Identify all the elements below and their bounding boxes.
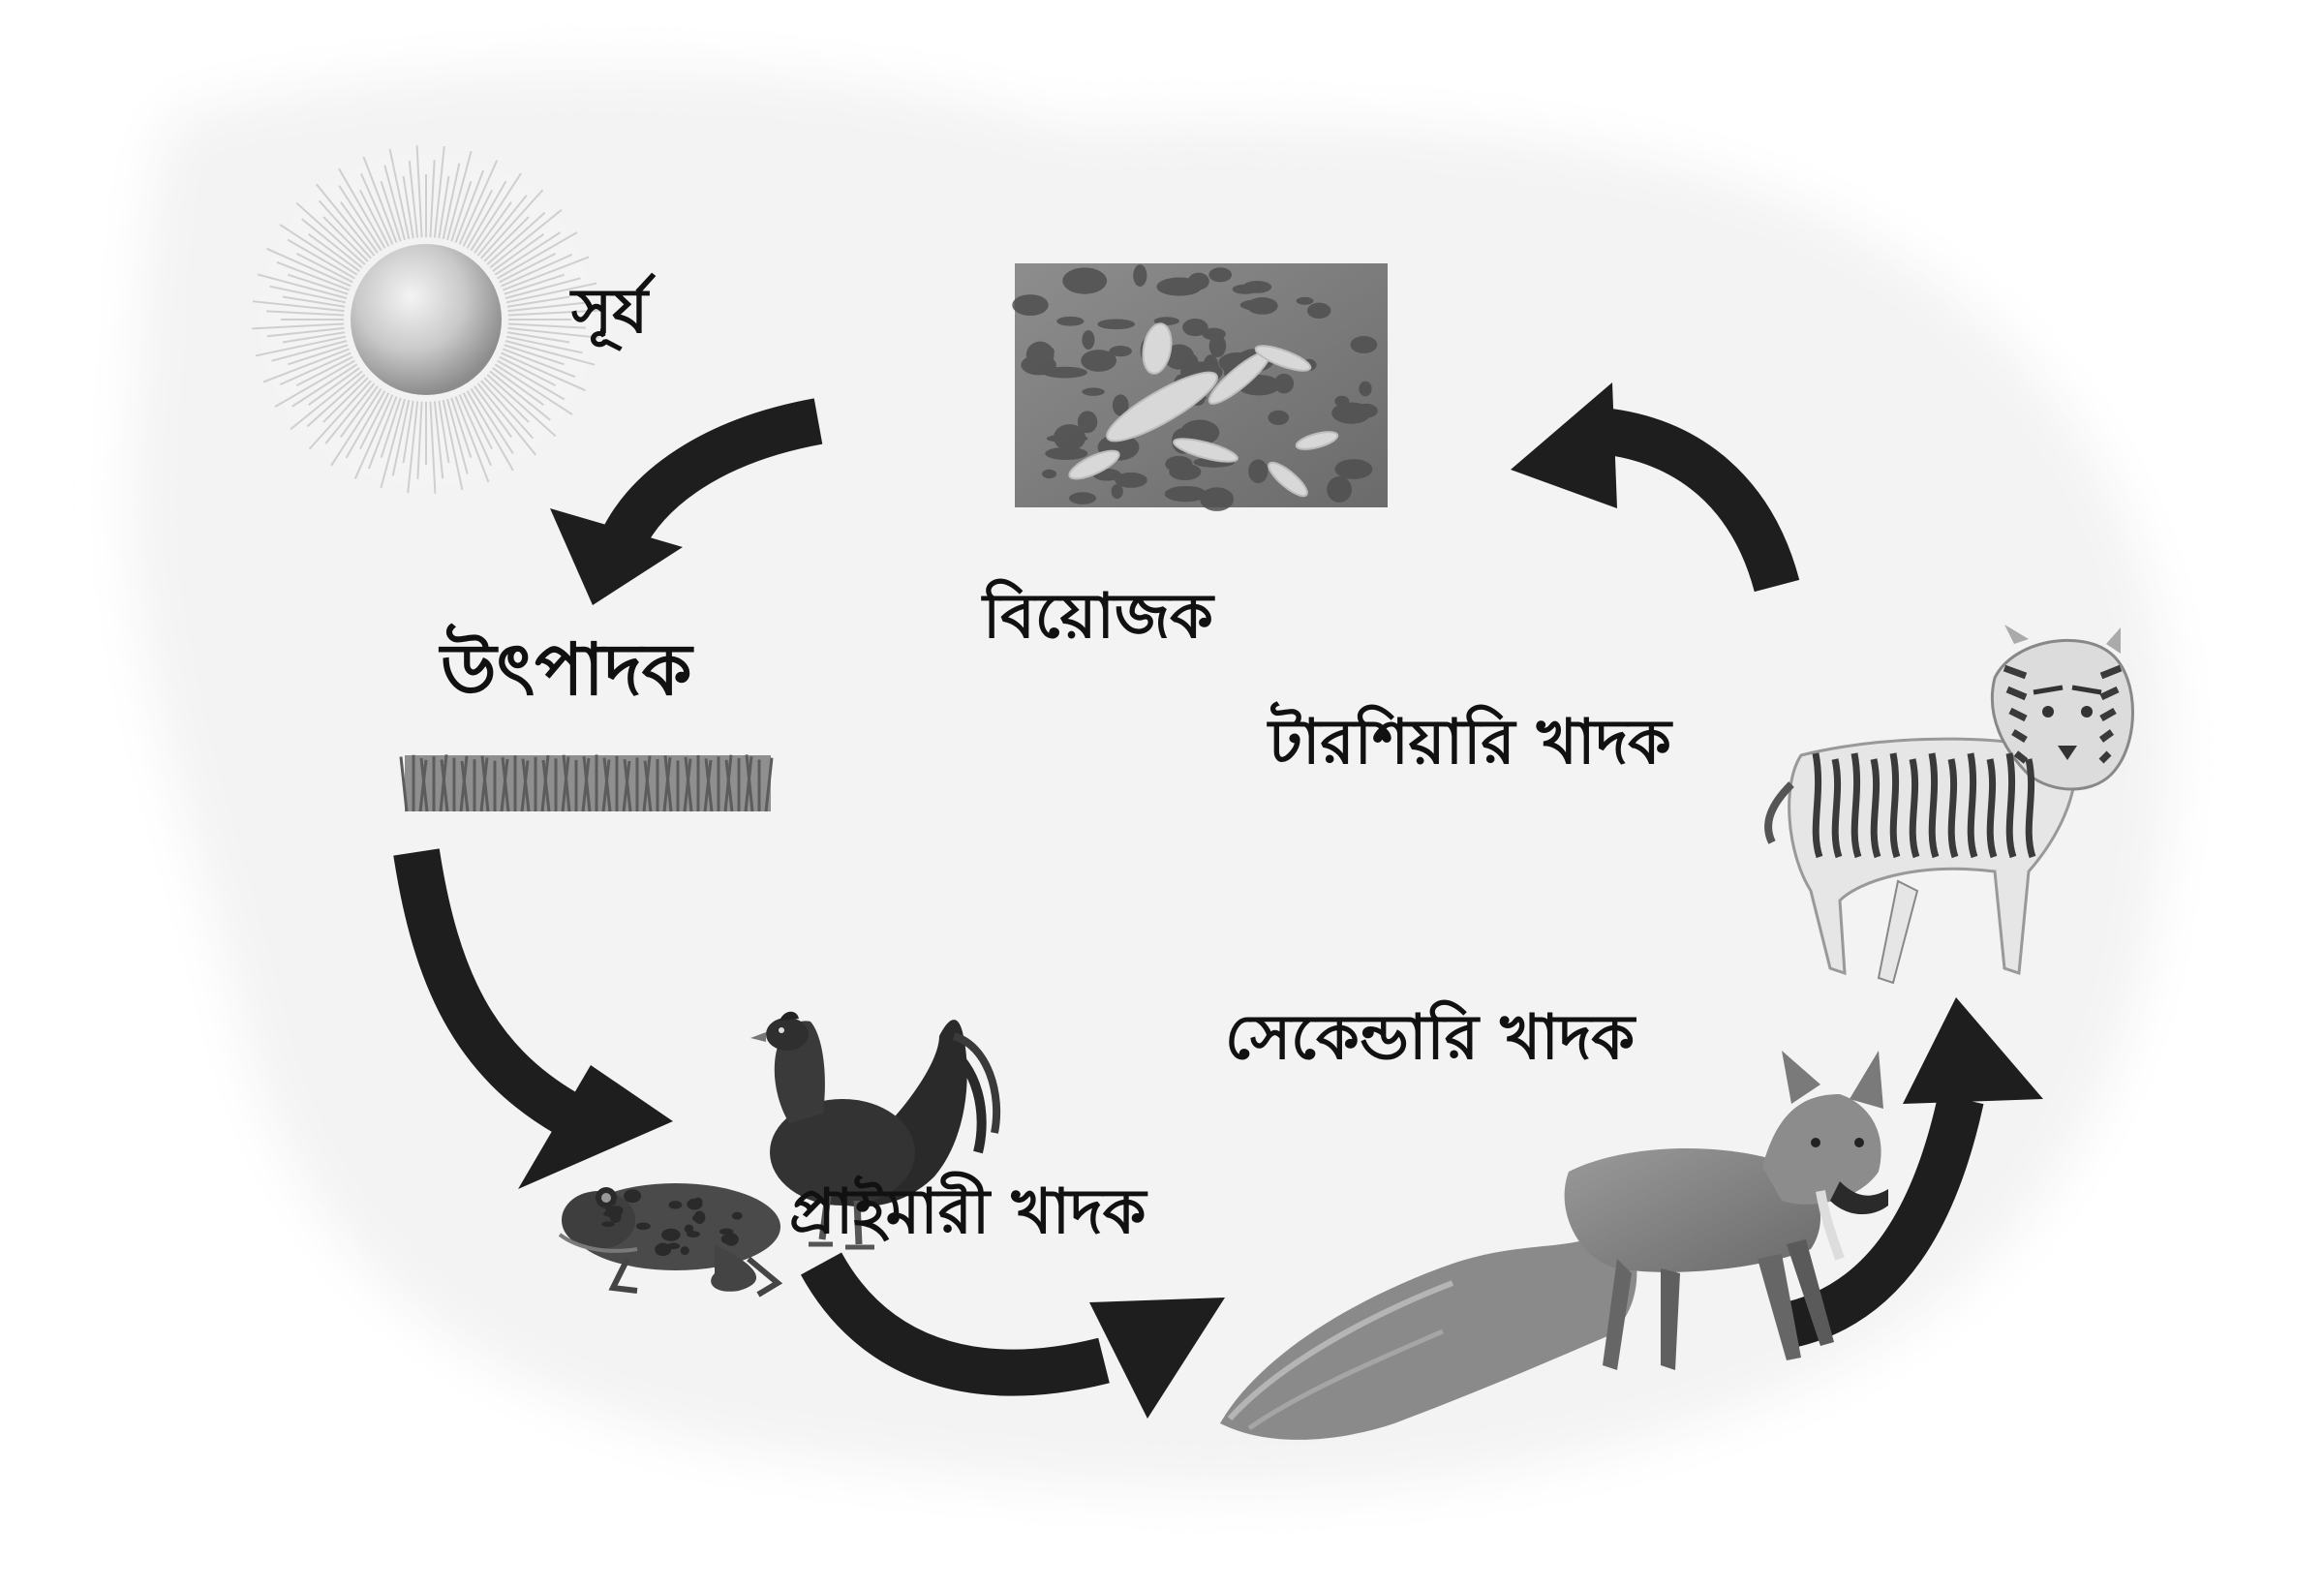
frog-icon [558,1183,783,1298]
sun-label: সূর্য [571,276,649,348]
rooster-icon [750,1011,1001,1250]
decomposing-soil-icon [1012,263,1388,511]
arrow-producer-to-primary [393,848,673,1189]
primary-consumer-label: প্রাইমারী খাদক [789,1176,1147,1248]
decomposer-label: বিয়োজক [983,581,1213,653]
arrow-primary-to-secondary [800,1252,1225,1419]
arrow-sun-to-producer [550,398,823,605]
secondary-consumer-label: সেকেন্ডারি খাদক [1225,1002,1636,1074]
arrows [393,382,2043,1419]
sun-icon [252,145,600,494]
arrow-tertiary-to-decomposer [1511,382,1800,593]
tiger-icon [1764,625,2134,985]
tertiary-consumer-label: টারশিয়ারি খাদক [1269,707,1671,779]
grass-icon [399,754,774,812]
producer-label: উৎপাদক [441,628,692,712]
fox-icon [1220,1051,1888,1440]
